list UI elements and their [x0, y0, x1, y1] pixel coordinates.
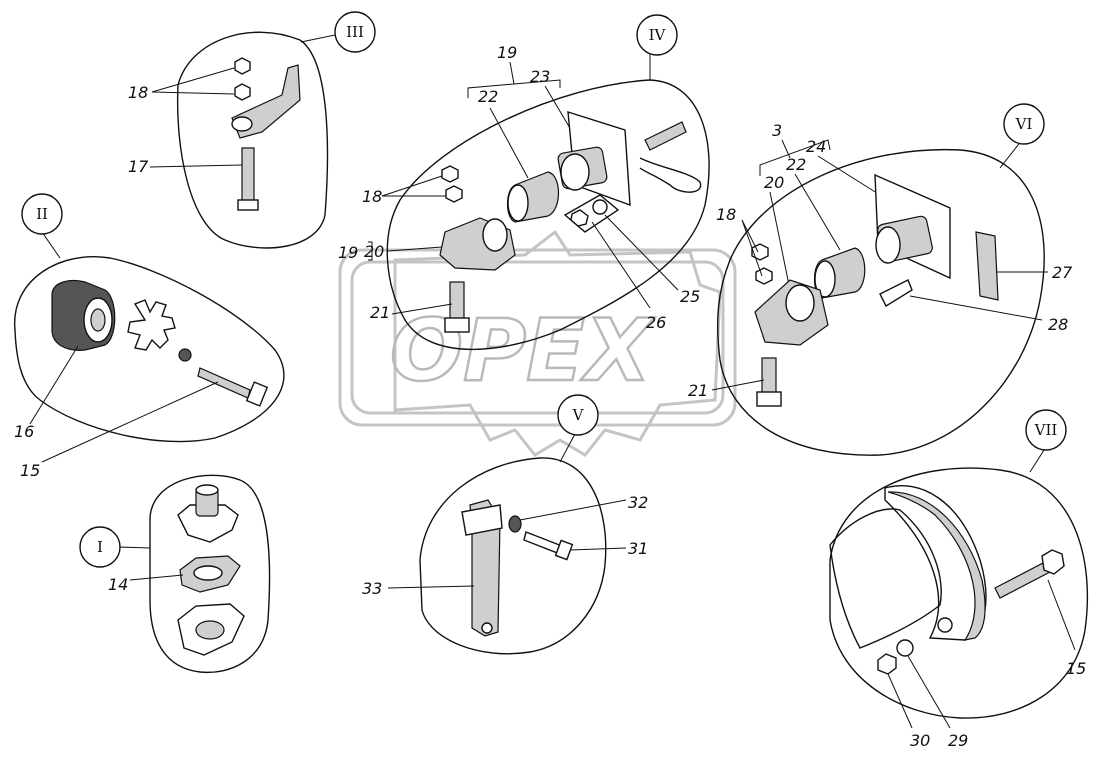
group-iii: III 18 17 — [128, 11, 376, 249]
label-30: 30 — [910, 731, 930, 750]
group-v-label: V — [572, 406, 585, 424]
group-vi-label: VI — [1015, 115, 1033, 133]
nut-18-vi-a — [751, 243, 769, 261]
washer-32 — [508, 515, 522, 533]
star-washer — [127, 299, 176, 351]
bolt-21-iv — [449, 281, 465, 321]
group-vi: VI 3 20 22 24 18 27 28 21 — [688, 103, 1073, 456]
group-vii-badge — [1025, 409, 1067, 451]
label-16: 16 — [14, 422, 34, 441]
group-i-badge — [79, 526, 121, 568]
label-24: 24 — [806, 137, 826, 156]
nut-18-iii-a — [234, 57, 251, 75]
label-23: 23 — [530, 67, 550, 86]
label-19-iv-side: 19 — [338, 243, 358, 262]
group-iv-label: IV — [649, 26, 667, 44]
group-i-label: I — [97, 538, 103, 556]
label-18-iv: 18 — [362, 187, 382, 206]
group-vii-label: VII — [1034, 421, 1058, 439]
label-26: 26 — [646, 313, 666, 332]
nut-18-iv-b — [445, 185, 463, 203]
label-17: 17 — [128, 157, 149, 176]
label-32: 32 — [628, 493, 648, 512]
label-27: 27 — [1052, 263, 1073, 282]
bolt-31 — [523, 531, 563, 555]
nut-18-iii-b — [234, 83, 251, 101]
label-18-vi: 18 — [716, 205, 736, 224]
label-22-iv: 22 — [478, 87, 498, 106]
group-ii-label: II — [36, 205, 48, 223]
bolt-28 — [879, 279, 913, 307]
group-v: V 32 31 33 — [362, 394, 648, 655]
bolt-21-vi — [761, 357, 777, 395]
bolt-15-head — [1041, 549, 1065, 575]
group-vii: VII 15 30 29 — [829, 409, 1088, 750]
group-vi-badge — [1003, 103, 1045, 145]
label-15-ii: 15 — [20, 461, 40, 480]
group-v-badge — [557, 394, 599, 436]
group-iv-badge — [636, 14, 678, 56]
washer-25 — [592, 199, 608, 215]
label-14: 14 — [108, 575, 128, 594]
label-20-iv: 20 — [364, 242, 384, 261]
nut-18-iv-a — [441, 165, 459, 183]
nut-26 — [570, 209, 589, 227]
group-iii-badge — [334, 11, 376, 53]
label-31: 31 — [628, 539, 648, 558]
label-29: 29 — [948, 731, 968, 750]
bolt-17 — [241, 147, 255, 207]
plate-27 — [975, 231, 999, 301]
group-ii-badge — [21, 193, 63, 235]
label-21-iv: 21 — [370, 303, 390, 322]
group-iv: IV 19 22 23 18 19 20 21 26 25 — [338, 14, 710, 351]
arm-33 — [469, 499, 501, 637]
bolt-15-ii — [197, 367, 251, 399]
nut-30 — [877, 653, 897, 675]
label-20-vi: 20 — [764, 173, 784, 192]
group-ii: II 16 15 — [14, 193, 285, 480]
spring-pin — [644, 121, 687, 151]
group-iii-label: III — [346, 23, 364, 41]
label-18-iii: 18 — [128, 83, 148, 102]
washer-29 — [896, 639, 914, 657]
group-i: I 14 — [79, 474, 271, 674]
watermark-text: OPEX — [390, 301, 655, 401]
label-19-iv: 19 — [497, 43, 517, 62]
label-15-vii: 15 — [1066, 659, 1086, 678]
label-25: 25 — [680, 287, 700, 306]
bolt-15-vii — [994, 561, 1051, 599]
watermark: OPEX — [338, 229, 737, 457]
nut-18-vi-b — [755, 267, 773, 285]
label-3: 3 — [772, 121, 782, 140]
label-33: 33 — [362, 579, 382, 598]
label-28: 28 — [1048, 315, 1068, 334]
label-22-vi: 22 — [786, 155, 806, 174]
label-21-vi: 21 — [688, 381, 708, 400]
